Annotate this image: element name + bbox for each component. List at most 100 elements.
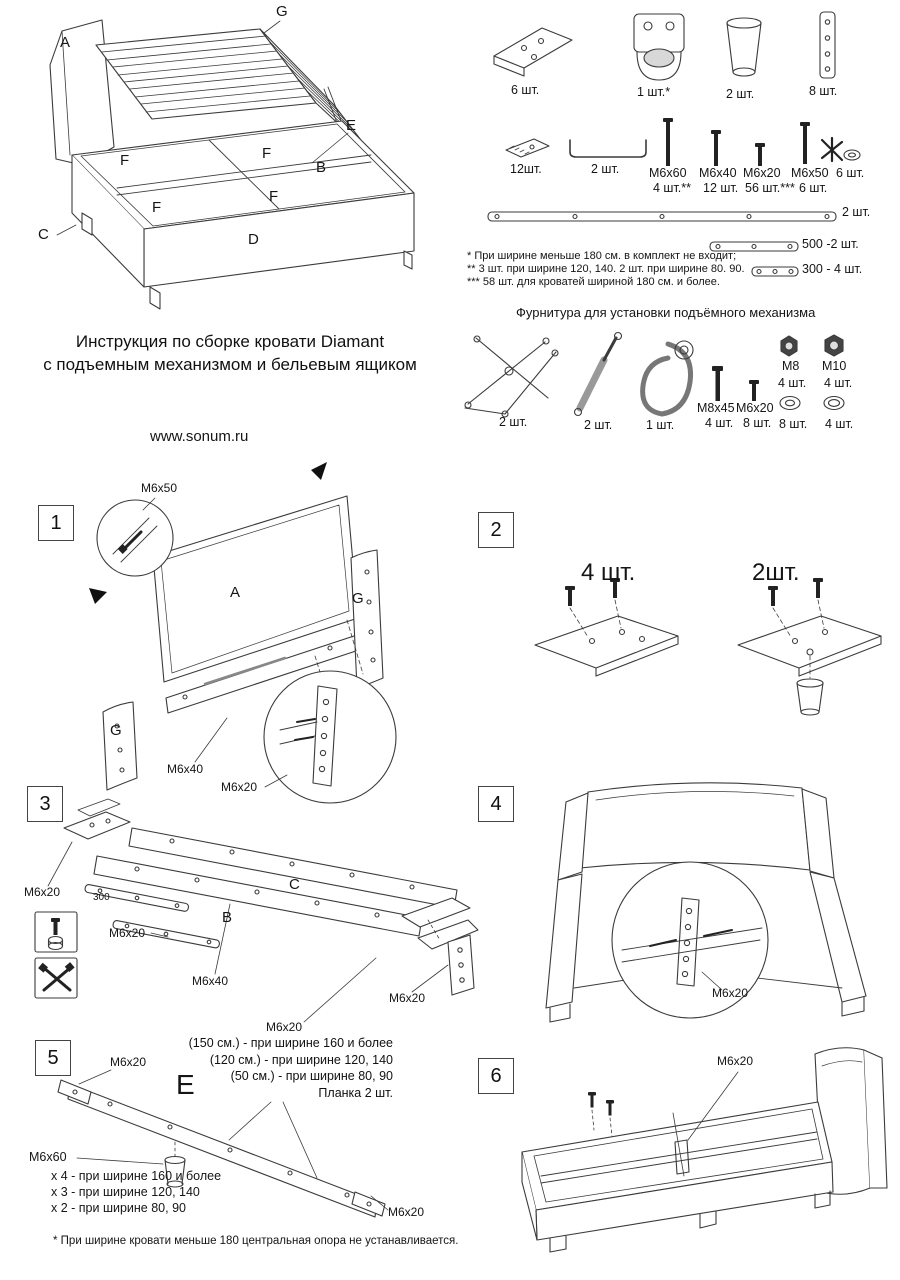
qty-strap: 1 шт.: [646, 418, 675, 432]
part-label-a: A: [230, 584, 241, 601]
step-4-marker: 4: [478, 786, 514, 822]
website-link[interactable]: www.sonum.ru: [150, 428, 249, 445]
bolt-m6x50-label: М6х50: [791, 166, 829, 180]
page-title: Инструкция по сборке кровати Diamant с п…: [40, 331, 420, 377]
nut-m10-qty: 4 шт.: [824, 376, 853, 390]
nut-m10-label: М10: [822, 359, 847, 373]
hardware-footnote-2: ** 3 шт. при ширине 120, 140. 2 шт. при …: [467, 263, 745, 275]
hardware-footnote-3: *** 58 шт. для кроватей шириной 180 см. …: [467, 276, 720, 288]
lift-mechanism-icon: [464, 335, 559, 418]
bolt-icons: [663, 118, 810, 166]
callout-m6x20: М6х20: [388, 1205, 425, 1219]
bolt-count-note-3: х 2 - при ширине 80, 90: [51, 1201, 186, 1215]
lift-washer-icons: [779, 395, 845, 411]
callout-m6x40: М6х40: [192, 974, 229, 988]
bolt-count-note-2: х 3 - при ширине 120, 140: [51, 1185, 200, 1199]
title-line-2: с подъемным механизмом и бельевым ящиком: [43, 354, 417, 374]
bolt-m6x40-qty: 12 шт.: [703, 181, 739, 195]
qty-headboard-bracket: 1 шт.*: [637, 85, 671, 99]
strap-icon: [640, 340, 694, 417]
step2-drawing: [534, 578, 882, 716]
qty-rail-300: 300 - 4 шт.: [802, 262, 863, 276]
lift-bolt-m6x20-label: М6х20: [736, 401, 774, 415]
callout-rail-300: 300: [93, 892, 110, 903]
overview-bed-drawing: [49, 19, 415, 310]
callout-m6x20: М6х20: [266, 1020, 303, 1034]
small-bracket-icon: [505, 138, 550, 158]
washer-icon: [843, 149, 861, 161]
step4-drawing: [545, 782, 867, 1023]
callout-m6x20: М6х20: [712, 986, 749, 1000]
overview-label-d: D: [248, 231, 259, 248]
callout-m6x20: М6х20: [717, 1054, 754, 1068]
bolt-m6x60-label: М6х60: [649, 166, 687, 180]
overview-label-f: F: [152, 199, 162, 216]
part-label-g: G: [110, 722, 122, 739]
bolt-m6x50-qty: 6 шт.: [799, 181, 828, 195]
bolt-m8x45-label: М8х45: [697, 401, 735, 415]
callout-m6x40: М6х40: [167, 762, 204, 776]
qty-corner-bracket: 6 шт.: [511, 83, 540, 97]
bolt-m6x60-qty: 4 шт.**: [653, 181, 691, 195]
flat-plate-icon: [819, 11, 836, 79]
step-3-marker: 3: [27, 786, 63, 822]
qty-washer-8: 8 шт.: [779, 417, 808, 431]
part-label-g: G: [352, 590, 364, 607]
step1-drawing: [89, 462, 397, 804]
part-label-c: C: [289, 876, 300, 893]
qty-washer-4: 4 шт.: [825, 417, 854, 431]
step3-drawing: [34, 798, 479, 1023]
lift-bolt-icons: [712, 366, 759, 401]
qty-leg-assemblies: 2шт.: [752, 559, 800, 586]
part-label-e: E: [176, 1069, 195, 1100]
callout-m6x20: М6х20: [389, 991, 426, 1005]
size-note-3: (50 см.) - при ширине 80, 90: [230, 1069, 393, 1083]
step5-drawing: [57, 1069, 389, 1218]
bottom-footnote: * При ширине кровати меньше 180 централь…: [53, 1235, 459, 1247]
overview-label-f: F: [262, 145, 272, 162]
title-line-1: Инструкция по сборке кровати Diamant: [75, 332, 385, 351]
rail-icons: [487, 211, 837, 277]
star-leg-icon: [820, 136, 844, 163]
bolt-m8x45-qty: 4 шт.: [705, 416, 734, 430]
bolt-m6x20-qty: 56 шт.***: [745, 181, 795, 195]
callout-m6x50: М6х50: [141, 481, 178, 495]
lift-bolt-m6x20-qty: 8 шт.: [743, 416, 772, 430]
leg-cylinder-icon: [726, 17, 762, 77]
qty-leg: 2 шт.: [726, 87, 755, 101]
qty-corner-assemblies: 4 шт.: [581, 559, 636, 586]
overview-label-e: E: [346, 117, 357, 134]
qty-u-wire: 2 шт.: [591, 162, 620, 176]
part-label-b: B: [222, 909, 233, 926]
step-2-marker: 2: [478, 512, 514, 548]
overview-label-a: A: [60, 34, 71, 51]
bolt-m6x40-label: М6х40: [699, 166, 737, 180]
qty-gas-strut: 2 шт.: [584, 418, 613, 432]
u-wire-icon: [569, 139, 647, 158]
qty-rail-500: 500 -2 шт.: [802, 237, 859, 251]
qty-plate: 8 шт.: [809, 84, 838, 98]
size-note-1: (150 см.) - при ширине 160 и более: [188, 1036, 393, 1050]
callout-m6x20: М6х20: [110, 1055, 147, 1069]
size-note-2: (120 см.) - при ширине 120, 140: [209, 1053, 393, 1067]
callout-m6x60: М6х60: [29, 1150, 67, 1164]
step-5-marker: 5: [35, 1040, 71, 1076]
step-6-marker: 6: [478, 1058, 514, 1094]
callout-m6x20: М6х20: [109, 926, 146, 940]
overview-label-c: C: [38, 226, 49, 243]
gas-strut-icon: [573, 331, 623, 417]
qty-small-bracket: 12шт.: [510, 162, 542, 176]
hardware-footnote-1: * При ширине меньше 180 см. в комплект н…: [467, 250, 737, 262]
qty-washer: 6 шт.: [836, 166, 865, 180]
overview-label-b: B: [316, 159, 327, 176]
corner-bracket-icon: [493, 27, 573, 77]
callout-m6x20: М6х20: [24, 885, 61, 899]
qty-rail-long: 2 шт.: [842, 205, 871, 219]
step6-drawing: [521, 1047, 888, 1253]
callout-m6x20: М6х20: [221, 780, 258, 794]
bolt-count-note-1: х 4 - при ширине 160 и более: [51, 1169, 222, 1183]
size-note-4: Планка 2 шт.: [318, 1086, 393, 1100]
headboard-bracket-icon: [633, 13, 685, 81]
